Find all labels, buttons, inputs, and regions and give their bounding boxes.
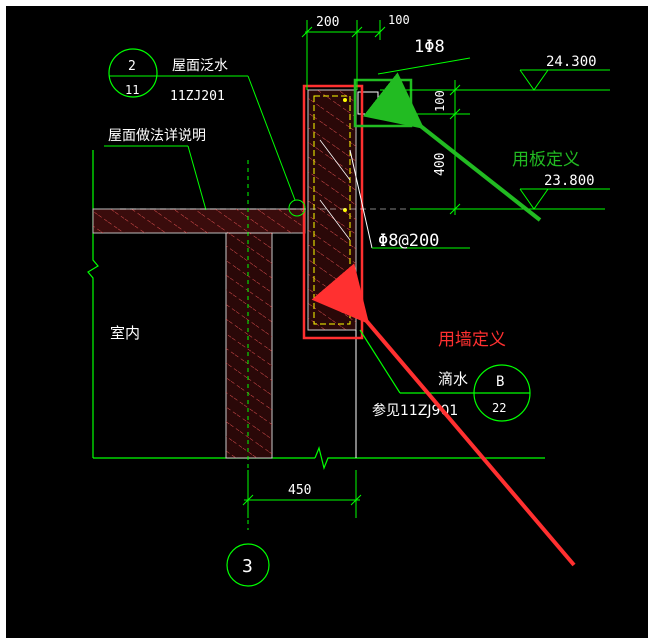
callout-left — [108, 48, 306, 217]
bottom-dimension — [242, 470, 362, 518]
roof-slab — [92, 208, 306, 234]
elevation-lower: 23.800 — [544, 173, 595, 189]
wall-definition-annotation: 用墙定义 — [438, 330, 506, 350]
indoor-label: 室内 — [110, 324, 140, 342]
right-vertical-dimension — [380, 80, 610, 215]
dim-height-lower: 400 — [433, 153, 448, 176]
top-dimension — [301, 20, 386, 90]
dim-top-left: 200 — [316, 15, 339, 30]
dim-bottom: 450 — [288, 483, 311, 498]
stirrup-leader — [349, 149, 373, 249]
roof-note: 屋面做法详说明 — [108, 128, 206, 144]
parapet-wall — [307, 89, 357, 331]
callout-left-number: 2 — [128, 59, 136, 74]
callout-left-title: 屋面泛水 — [172, 58, 228, 74]
support-wall — [225, 232, 273, 459]
axis-bubble — [226, 543, 270, 587]
dim-top-right: 100 — [388, 13, 410, 27]
callout-right-label: 滴水 — [438, 370, 468, 388]
axis-label: 3 — [242, 556, 253, 577]
callout-right-sheet: 22 — [492, 401, 506, 415]
wall-definition-arrow — [311, 263, 576, 567]
callout-left-atlas: 11ZJ201 — [170, 89, 225, 104]
dim-height-upper: 100 — [433, 90, 447, 112]
slab-definition-annotation: 用板定义 — [512, 150, 580, 170]
elevation-marker-lower — [519, 188, 610, 210]
stirrup-label: Φ8@200 — [378, 231, 439, 251]
left-boundary — [87, 150, 545, 470]
slab-definition-arrow — [362, 72, 542, 222]
elevation-upper: 24.300 — [546, 54, 597, 70]
roof-note-leader — [104, 145, 207, 211]
callout-right — [359, 329, 531, 422]
elevation-marker-upper — [519, 69, 610, 91]
top-bar-label: 1Φ8 — [414, 37, 445, 57]
callout-right-number: B — [496, 374, 504, 390]
callout-left-sheet: 11 — [125, 83, 139, 97]
top-bar-leader — [377, 57, 471, 75]
